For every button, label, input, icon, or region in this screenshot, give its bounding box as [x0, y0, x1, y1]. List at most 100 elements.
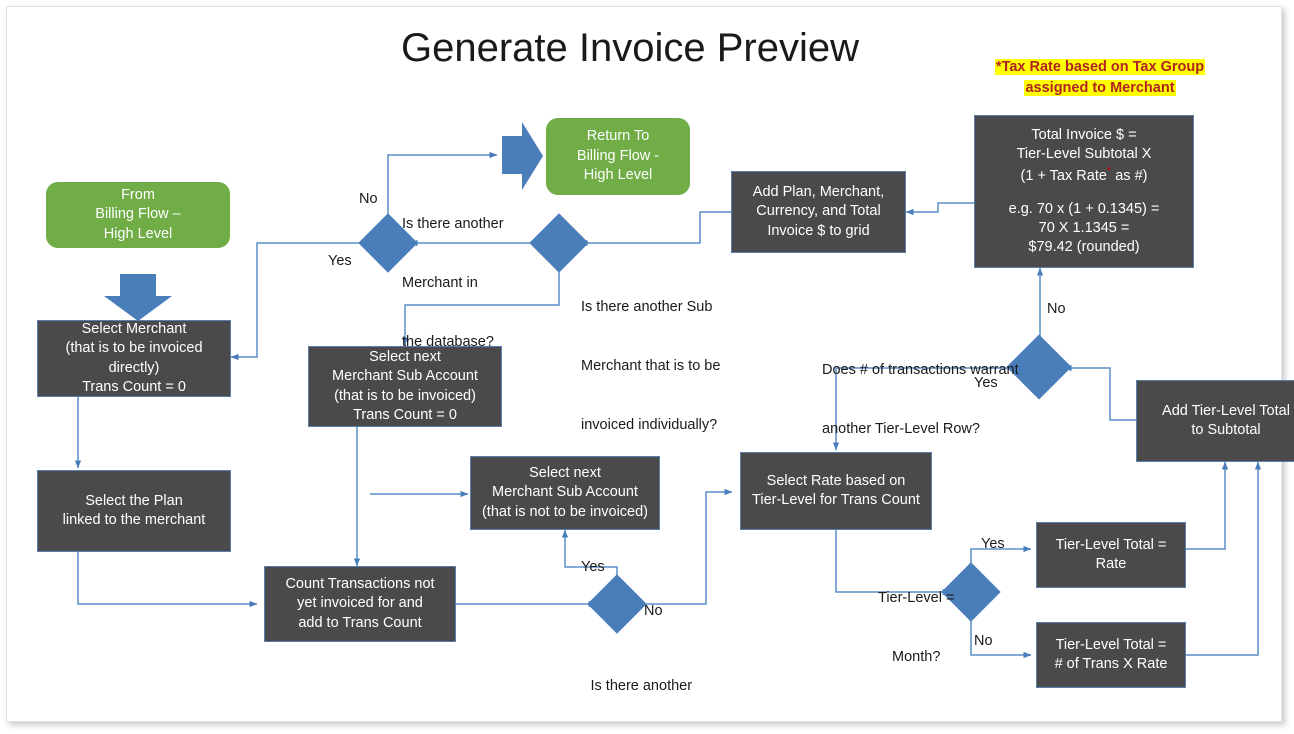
- connector-plan-to-count: [77, 552, 258, 608]
- node-tier-total-rate[interactable]: Tier-Level Total = Rate: [1036, 522, 1186, 588]
- add-tier-total-line1: Add Tier-Level Total: [1162, 402, 1290, 419]
- total-invoice-line6: $79.42 (rounded): [1028, 239, 1140, 256]
- sub-notinvoiced-line2: Merchant Sub Account: [492, 484, 638, 501]
- select-plan-line1: Select the Plan: [85, 492, 183, 509]
- node-from-billing-flow[interactable]: From Billing Flow – High Level: [46, 182, 230, 248]
- connector-total-to-addplan: [905, 202, 974, 216]
- connector-tiertrans-to-add: [1186, 461, 1262, 656]
- total-invoice-line2: Tier-Level Subtotal X: [1016, 145, 1152, 162]
- node-tier-total-trans-rate[interactable]: Tier-Level Total = # of Trans X Rate: [1036, 622, 1186, 688]
- label-tier-level-month: Tier-Level = Month?: [878, 550, 954, 707]
- select-plan-line2: linked to the merchant: [62, 512, 206, 528]
- label-another-sub-invoice: Is there another Merchant Sub Account to…: [553, 638, 730, 734]
- connector-sub-no-to-rate: [638, 488, 733, 605]
- tier-month-line2: Month?: [892, 648, 941, 665]
- node-add-tier-level-total[interactable]: Add Tier-Level Total to Subtotal: [1136, 380, 1294, 462]
- add-plan-line3: Invoice $ to grid: [767, 222, 870, 239]
- sub-invoice-line1: Is there another: [590, 678, 693, 695]
- label-another-merchant: Is there another Merchant in the databas…: [402, 176, 504, 391]
- label-another-merchant-no: No: [359, 191, 378, 207]
- sub-individual-line3: invoiced individually?: [581, 416, 718, 433]
- tax-rate-note: *Tax Rate based on Tax Group assigned to…: [962, 57, 1238, 99]
- block-arrow-right-return: [502, 122, 543, 190]
- tax-rate-note-line2: assigned to Merchant: [1024, 80, 1176, 97]
- node-count-transactions[interactable]: Count Transactions not yet invoiced for …: [264, 566, 456, 642]
- select-merchant-line2: (that is to be invoiced: [65, 340, 203, 357]
- connector-tierrate-to-add: [1186, 461, 1229, 550]
- label-another-tier-row-no: No: [1047, 301, 1066, 317]
- tier-total-rate-line2: Rate: [1095, 556, 1127, 572]
- sub-individual-line1: Is there another Sub: [581, 299, 713, 316]
- sub-invoiced-line3: (that is to be invoiced): [334, 387, 476, 404]
- from-billing-line3: High Level: [103, 225, 173, 242]
- label-another-sub-invoice-no: No: [644, 603, 663, 619]
- select-merchant-line3: directly): [108, 359, 160, 376]
- total-invoice-line3-b: as #): [1111, 167, 1148, 184]
- select-rate-line2: Tier-Level for Trans Count: [752, 492, 920, 508]
- page-title: Generate Invoice Preview: [400, 26, 859, 70]
- from-billing-line1: From: [121, 186, 155, 203]
- node-select-plan[interactable]: Select the Plan linked to the merchant: [37, 470, 231, 552]
- from-billing-line2: Billing Flow –: [95, 206, 181, 223]
- node-add-plan-merchant[interactable]: Add Plan, Merchant, Currency, and Total …: [731, 171, 906, 253]
- connector-merchant-no: [387, 151, 498, 222]
- total-invoice-line3: (1 + Tax Rate* as #): [979, 164, 1189, 186]
- sub-invoiced-line4: Trans Count = 0: [353, 406, 457, 423]
- connector-merchant-yes: [230, 242, 367, 361]
- block-arrow-down-start: [104, 274, 172, 321]
- count-trans-line2: yet invoiced for and: [297, 595, 423, 612]
- node-select-rate[interactable]: Select Rate based on Tier-Level for Tran…: [740, 452, 932, 530]
- node-total-invoice[interactable]: Total Invoice $ = Tier-Level Subtotal X …: [974, 115, 1194, 268]
- sub-invoiced-line2: Merchant Sub Account: [332, 368, 478, 385]
- tier-total-rate-line1: Tier-Level Total =: [1055, 536, 1167, 553]
- tier-row-line2: another Tier-Level Row?: [822, 420, 980, 437]
- count-trans-line1: Count Transactions not: [285, 576, 435, 593]
- node-select-merchant[interactable]: Select Merchant (that is to be invoiced …: [37, 320, 231, 397]
- total-invoice-line5: 70 X 1.1345 =: [1038, 220, 1130, 237]
- sub-invoiced-line1: Select next: [369, 349, 441, 366]
- tier-total-trans-line2: # of Trans X Rate: [1054, 656, 1168, 672]
- label-another-sub-individual: Is there another Sub Merchant that is to…: [581, 259, 720, 474]
- tier-row-line1: Does # of transactions warrant: [822, 362, 1019, 379]
- return-billing-line3: High Level: [583, 167, 653, 184]
- connector-subindiv-yes: [401, 265, 560, 346]
- tier-total-trans-line1: Tier-Level Total =: [1055, 636, 1167, 653]
- node-select-next-sub-not-invoiced[interactable]: Select next Merchant Sub Account (that i…: [470, 456, 660, 530]
- add-plan-line1: Add Plan, Merchant,: [752, 184, 885, 201]
- label-another-tier-row-yes: Yes: [974, 375, 998, 391]
- connector-add-to-tierrow: [1063, 364, 1137, 421]
- another-merchant-line1: Is there another: [402, 216, 504, 233]
- select-rate-line1: Select Rate based on: [766, 472, 906, 489]
- total-invoice-line1: Total Invoice $ =: [1031, 126, 1137, 143]
- count-trans-line3: add to Trans Count: [298, 614, 422, 631]
- label-tier-level-month-yes: Yes: [981, 536, 1005, 552]
- sub-notinvoiced-line1: Select next: [529, 465, 601, 482]
- return-billing-line1: Return To: [586, 128, 650, 145]
- add-plan-line2: Currency, and Total: [756, 203, 881, 220]
- connector-month-no: [970, 613, 1032, 659]
- select-merchant-line4: Trans Count = 0: [82, 378, 186, 395]
- add-tier-total-line2: to Subtotal: [1191, 422, 1261, 438]
- connector-rate-to-month: [835, 530, 951, 596]
- return-billing-line2: Billing Flow -: [576, 147, 660, 164]
- connector-tierrow-yes: [832, 367, 1016, 451]
- another-merchant-line2: Merchant in: [402, 274, 478, 291]
- sub-notinvoiced-line3: (that is not to be invoiced): [481, 503, 649, 520]
- tax-rate-note-line1: *Tax Rate based on Tax Group: [994, 59, 1206, 75]
- select-merchant-line1: Select Merchant: [81, 321, 187, 338]
- node-select-next-sub-invoiced[interactable]: Select next Merchant Sub Account (that i…: [308, 346, 502, 427]
- total-invoice-spacer: [979, 186, 1189, 200]
- node-return-billing-flow[interactable]: Return To Billing Flow - High Level: [546, 118, 690, 195]
- label-tier-level-month-no: No: [974, 633, 993, 649]
- label-another-merchant-yes: Yes: [328, 253, 352, 269]
- total-invoice-line3-a: (1 + Tax Rate: [1020, 167, 1107, 184]
- connector-addplan-to-subindiv: [579, 211, 731, 247]
- label-another-tier-row: Does # of transactions warrant another T…: [822, 322, 1019, 479]
- another-merchant-line3: the database?: [402, 333, 494, 350]
- tax-rate-asterisk: *: [1106, 164, 1112, 177]
- sub-individual-line2: Merchant that is to be: [581, 357, 721, 374]
- label-another-sub-invoice-yes: Yes: [581, 559, 605, 575]
- total-invoice-line4: e.g. 70 x (1 + 0.1345) =: [1008, 200, 1160, 217]
